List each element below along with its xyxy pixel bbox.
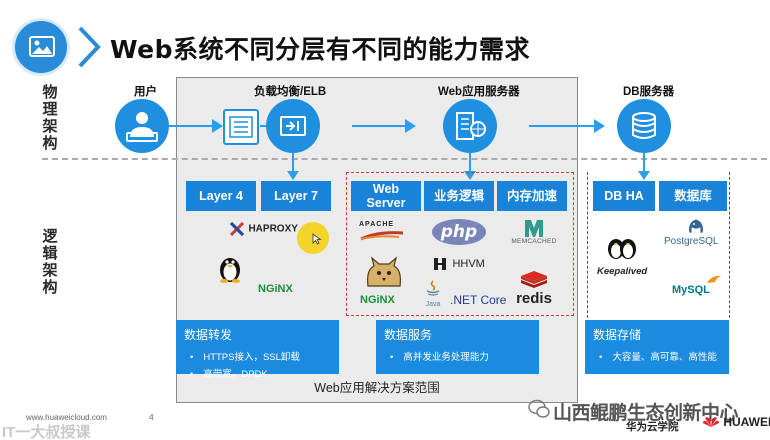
connector-head-elb [287, 171, 299, 180]
apache-feather-icon [360, 231, 404, 241]
database-button[interactable]: 数据库 [659, 181, 727, 211]
user-icon[interactable] [115, 99, 169, 153]
memory-accel-button[interactable]: 内存加速 [497, 181, 567, 211]
huawei-logo: HUAWEI [702, 414, 770, 429]
business-logic-button[interactable]: 业务逻辑 [424, 181, 494, 211]
panel-service-item: 高并发业务处理能力 [384, 349, 531, 366]
huawei-logo-text: HUAWEI [723, 414, 770, 429]
header-image-icon [12, 18, 70, 76]
java-text: Java [425, 301, 441, 308]
load-balancer-icon-a[interactable] [222, 108, 260, 146]
tux-penguin-icon-2 [608, 239, 636, 259]
mysql-text: MySQL [672, 284, 710, 296]
db-ha-button[interactable]: DB HA [593, 181, 655, 211]
arrow-elb-internal [260, 125, 270, 127]
user-label: 用户 [134, 86, 157, 98]
layer-divider [42, 158, 767, 160]
header-chevron-icon [78, 26, 101, 68]
side-label-physical: 物理架构 [42, 83, 58, 152]
cursor-highlight [297, 222, 329, 254]
web-server-icon[interactable] [443, 99, 497, 153]
apache-text: APACHE [359, 221, 395, 228]
huawei-flower-icon [703, 417, 719, 427]
tomcat-icon [367, 256, 401, 287]
database-icon[interactable] [617, 99, 671, 153]
panel-forwarding-item: 高带宽，DPDK [184, 366, 331, 383]
page-title: Web系统不同分层有不同的能力需求 [110, 35, 531, 64]
tux-penguin-icon-1 [220, 258, 240, 283]
panel-forwarding-item: HTTPS接入，SSL卸载 [184, 349, 331, 366]
haproxy-logo: HAPROXY [229, 220, 298, 238]
layer7-button[interactable]: Layer 7 [261, 181, 331, 211]
tomcat-logo [362, 256, 406, 288]
footer-url-text: www.huaweicloud.com [26, 413, 107, 422]
wechat-icon [528, 399, 550, 418]
arrow-web-db [529, 125, 596, 127]
connector-elb-logical [292, 153, 294, 173]
nginx-logo-web: NGiNX [360, 294, 395, 306]
postgresql-text: PostgreSQL [664, 236, 719, 247]
arrow-head-web-db [594, 119, 605, 133]
memcached-icon [525, 220, 543, 237]
mysql-dolphin-icon [707, 275, 721, 283]
panel-service-title: 数据服务 [384, 328, 433, 342]
watermark-left: IT一大叔授课 [2, 424, 91, 440]
arrow-elb-web [352, 125, 407, 127]
mysql-logo: MySQL [672, 275, 724, 300]
memcached-logo: MEMCACHED [508, 218, 560, 246]
web-tier-dashed-box [346, 172, 574, 316]
redis-logo: redis [514, 270, 554, 310]
apache-logo: APACHE [359, 221, 405, 243]
redis-icon [521, 271, 547, 288]
java-cup-icon [426, 280, 440, 296]
nginx-logo-elb: NGiNX [258, 283, 293, 295]
connector-head-web [464, 171, 476, 180]
elb-icon[interactable] [266, 99, 320, 153]
redis-text: redis [516, 290, 552, 307]
web-server-button-label: Web Server [366, 182, 406, 210]
panel-data-service: 数据服务 高并发业务处理能力 [376, 320, 539, 374]
haproxy-text: HAPROXY [248, 223, 298, 235]
db-tier-dashed-box [587, 172, 730, 318]
connector-web-logical [469, 153, 471, 173]
keepalived-logo: Keepalived [597, 266, 648, 277]
watermark-right: 山西鲲鹏生态创新中心 [553, 402, 739, 424]
panel-data-forwarding: 数据转发 HTTPS接入，SSL卸载 高带宽，DPDK [176, 320, 339, 380]
memcached-text: MEMCACHED [511, 238, 557, 245]
footer-url: www.huaweicloud.com 4 [26, 413, 154, 422]
panel-storage-item: 大容量、高可靠、高性能 [593, 349, 721, 366]
arrow-head-elb-web [405, 119, 416, 133]
arrow-user-elb [169, 125, 214, 127]
netcore-logo: .NET Core [450, 293, 507, 307]
postgresql-elephant-icon [688, 218, 704, 234]
layer4-button[interactable]: Layer 4 [186, 181, 256, 211]
web-server-button[interactable]: Web Server [351, 181, 421, 211]
php-logo: php [432, 219, 486, 245]
hhvm-text: HHVM [452, 257, 485, 270]
web-server-label: Web应用服务器 [438, 86, 520, 98]
haproxy-icon [229, 221, 245, 236]
postgresql-logo: PostgreSQL [664, 217, 730, 249]
solution-scope-label: Web应用解决方案范围 [314, 381, 440, 395]
footer-page-number: 4 [149, 413, 154, 422]
php-text: php [440, 222, 478, 242]
panel-data-storage: 数据存储 大容量、高可靠、高性能 [585, 320, 729, 374]
connector-head-db [638, 171, 650, 180]
elb-label: 负载均衡/ELB [254, 86, 327, 98]
hhvm-icon [434, 257, 446, 270]
side-label-logical: 逻辑架构 [42, 227, 58, 296]
java-logo: Java [424, 280, 442, 308]
huawei-academy-text: 华为云学院 [626, 421, 679, 433]
connector-db-logical [643, 153, 645, 173]
panel-forwarding-title: 数据转发 [184, 328, 233, 342]
arrow-head-user-elb [212, 119, 223, 133]
db-server-label: DB服务器 [623, 86, 675, 98]
hhvm-logo: HHVM [432, 255, 485, 273]
mouse-pointer-icon [312, 233, 322, 245]
panel-storage-title: 数据存储 [593, 328, 642, 342]
